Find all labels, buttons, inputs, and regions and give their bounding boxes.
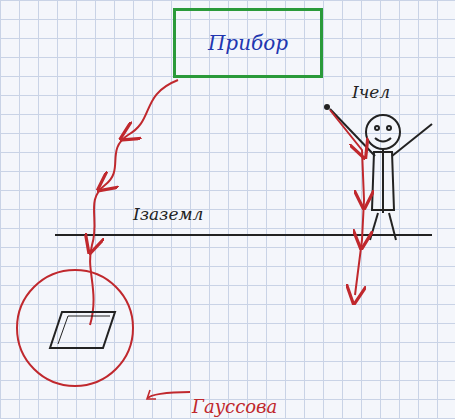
current-label: Гауссова (192, 396, 277, 417)
ground-line (55, 234, 432, 236)
ground-plate (58, 316, 110, 344)
process-box: Прибор (173, 8, 323, 78)
contact-point (324, 104, 330, 110)
node-text: Прибор (208, 31, 288, 55)
gauss-surface (17, 270, 133, 386)
ground-plate (50, 312, 115, 348)
leader-line (148, 392, 190, 398)
current-label: Iчел (352, 82, 390, 102)
current-path (330, 110, 364, 295)
leader-arrow (147, 390, 156, 399)
current-label: Iзаземл (133, 204, 203, 224)
current-path (90, 80, 178, 325)
